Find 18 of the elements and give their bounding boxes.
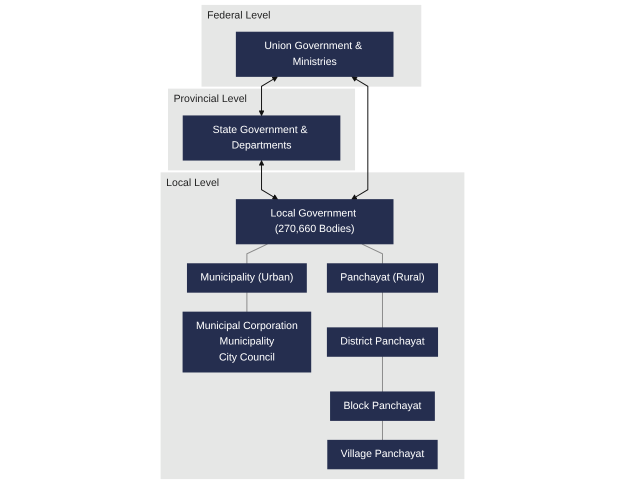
arrow [351, 76, 368, 200]
node-box: Panchayat (Rural) [326, 263, 438, 293]
node-box: Local Government (270,660 Bodies) [236, 199, 394, 244]
connector [382, 292, 383, 328]
node-box: Union Government & Ministries [236, 32, 394, 77]
node-box: Village Panchayat [327, 440, 438, 470]
connector [246, 243, 268, 264]
connector [246, 292, 248, 312]
connector [361, 243, 383, 264]
connector [382, 356, 383, 392]
node-box: Municipal Corporation Municipality City Council [182, 312, 312, 372]
node-box: State Government & Departments [182, 115, 340, 161]
node-box: Block Panchayat [330, 391, 435, 421]
node-box: District Panchayat [326, 327, 438, 357]
node-box: Municipality (Urban) [186, 263, 307, 293]
arrow [258, 160, 278, 200]
arrow [258, 76, 278, 116]
connector [382, 420, 383, 441]
